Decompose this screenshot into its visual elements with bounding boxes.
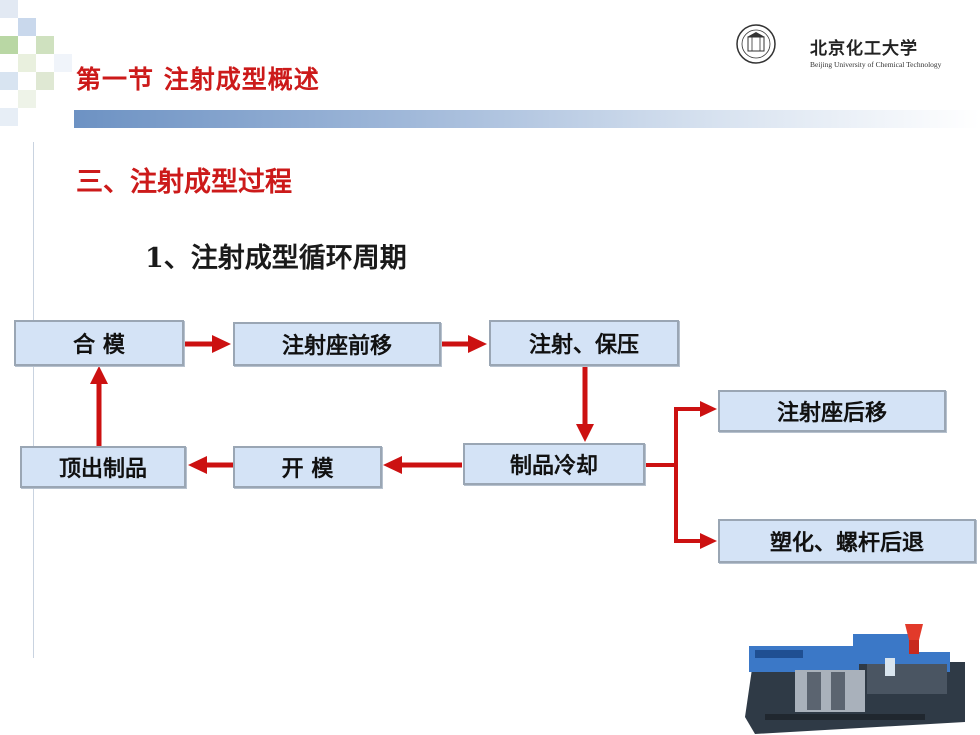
node-cooling: 制品冷却 <box>463 443 645 485</box>
page-title: 第一节 注射成型概述 <box>76 65 320 94</box>
arrow-open-to-eject-head <box>188 456 207 474</box>
arrow-inject-to-cool-head <box>576 424 594 442</box>
node-nozzle-back: 注射座后移 <box>718 390 946 432</box>
arrow-to-plasticize-head <box>700 533 717 549</box>
arrow-cool-to-open-head <box>383 456 402 474</box>
node-eject: 顶出制品 <box>20 446 186 488</box>
header-bar <box>74 110 980 128</box>
section-title: 三、注射成型过程 <box>76 167 292 198</box>
arrow-to-nozzle-back-head <box>700 401 717 417</box>
node-inject-hold: 注射、保压 <box>489 320 679 366</box>
university-seal-icon <box>736 24 776 64</box>
injection-molding-machine-illustration <box>745 624 965 734</box>
university-name-cn: 北京化工大学 <box>810 39 918 59</box>
node-mold-close: 合 模 <box>14 320 184 366</box>
left-rule <box>33 142 34 658</box>
node-mold-open: 开 模 <box>233 446 382 488</box>
arrow-eject-to-close-head <box>90 366 108 384</box>
university-name-en: Beijing University of Chemical Technolog… <box>810 60 942 69</box>
node-plasticize: 塑化、螺杆后退 <box>718 519 976 563</box>
arrow-forward-to-inject-head <box>468 335 487 353</box>
node-nozzle-forward: 注射座前移 <box>233 322 441 366</box>
arrow-close-to-forward-head <box>212 335 231 353</box>
section-subtitle: 1、注射成型循环周期 <box>145 243 407 274</box>
